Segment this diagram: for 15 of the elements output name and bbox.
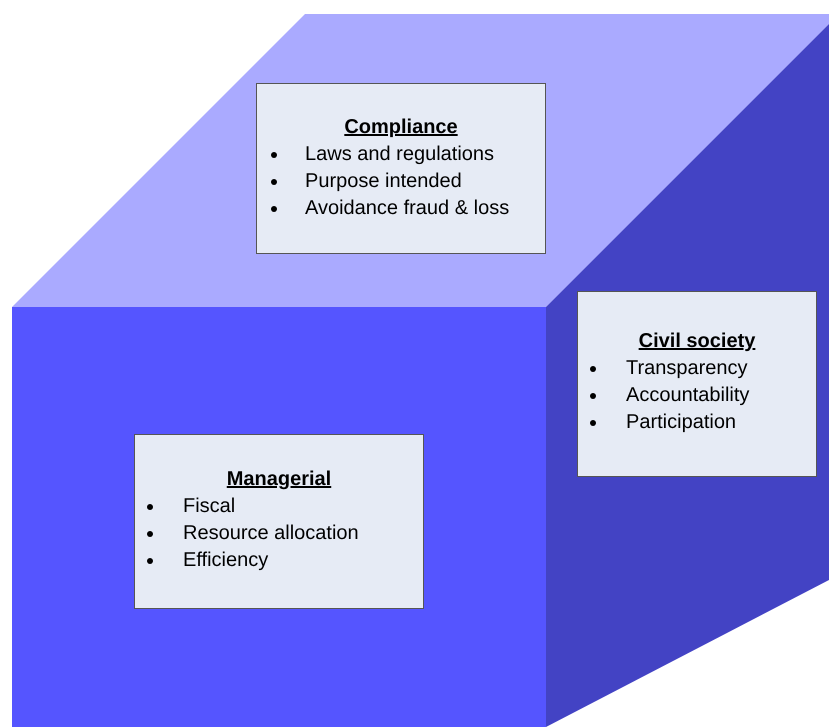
text-box [577, 291, 817, 477]
bullet-text: Fiscal [183, 495, 236, 518]
text-box [256, 83, 546, 254]
box-heading: Compliance [343, 116, 459, 139]
bullet-text: Avoidance fraud & loss [305, 197, 510, 220]
bullet-text: Resource allocation [183, 522, 359, 545]
bullet-text: Purpose intended [305, 170, 462, 193]
bullet-text: Efficiency [183, 549, 268, 572]
box-heading: Managerial [226, 468, 332, 491]
text-box [134, 434, 424, 609]
bullet-text: Accountability [626, 384, 750, 407]
box-heading: Civil society [638, 330, 756, 353]
bullet-text: Transparency [626, 357, 748, 380]
bullet-text: Laws and regulations [305, 143, 494, 166]
bullet-text: Participation [626, 411, 736, 434]
